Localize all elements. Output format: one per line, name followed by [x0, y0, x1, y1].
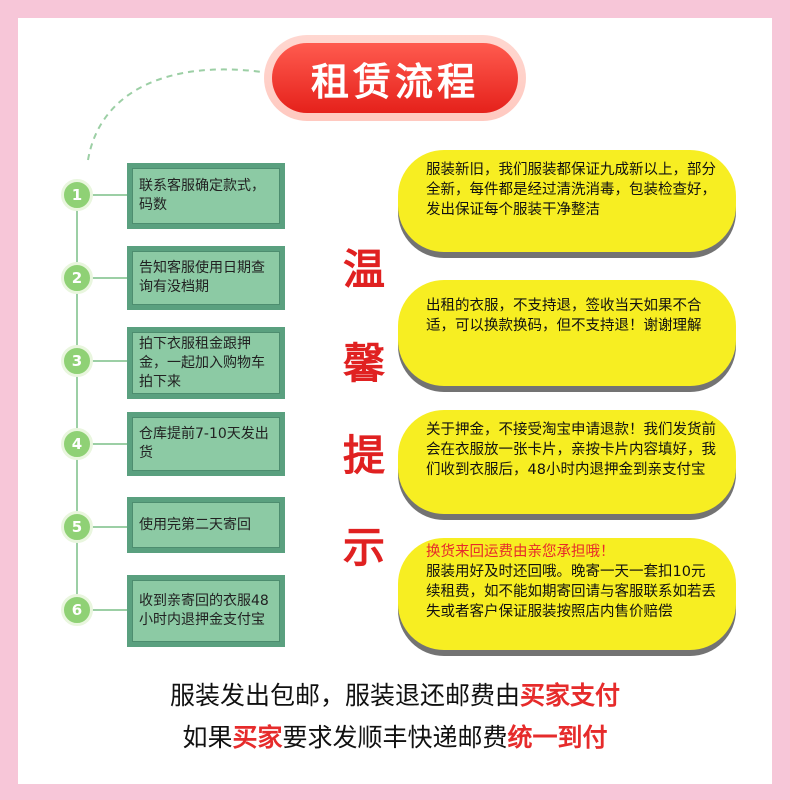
footer-line-1-text: 服装发出包邮，服装退还邮费由 [169, 681, 520, 710]
step-box-1: 联系客服确定款式，码数 [127, 163, 285, 229]
tip-text-1: 服装新旧，我们服装都保证九成新以上，部分全新，每件都是经过清洗消毒，包装检查好，… [426, 162, 716, 218]
step-box-6: 收到亲寄回的衣服48小时内退押金支付宝 [127, 575, 285, 647]
page-canvas [18, 18, 772, 784]
step-number-5: 5 [61, 511, 93, 543]
footer-line-2-highlight-b: 统一到付 [507, 723, 608, 752]
footer-line-2: 如果买家要求发顺丰快递邮费统一到付 [0, 718, 790, 754]
step-text-1: 联系客服确定款式，码数 [132, 168, 280, 224]
step-text-5: 使用完第二天寄回 [132, 502, 280, 548]
footer-line-2-highlight-a: 买家 [232, 723, 283, 752]
step-number-2: 2 [61, 262, 93, 294]
tip-text-3: 关于押金，不接受淘宝申请退款！我们发货前会在衣服放一张卡片，亲按卡片内容填好，我… [426, 422, 716, 478]
footer-line-1-highlight: 买家支付 [520, 681, 621, 710]
step-text-2: 告知客服使用日期查询有没档期 [132, 251, 280, 305]
step-text-6: 收到亲寄回的衣服48小时内退押金支付宝 [132, 580, 280, 642]
footer-line-2-text-a: 如果 [182, 723, 233, 752]
tip-bubble-2: 出租的衣服，不支持退，签收当天如果不合适，可以换款换码，但不支持退！谢谢理解 [398, 280, 736, 386]
tip-bubble-3: 关于押金，不接受淘宝申请退款！我们发货前会在衣服放一张卡片，亲按卡片内容填好，我… [398, 410, 736, 514]
page-title: 租赁流程 [272, 43, 518, 113]
step-box-5: 使用完第二天寄回 [127, 497, 285, 553]
tip-text-2: 出租的衣服，不支持退，签收当天如果不合适，可以换款换码，但不支持退！谢谢理解 [426, 298, 702, 334]
tip-bubble-1: 服装新旧，我们服装都保证九成新以上，部分全新，每件都是经过清洗消毒，包装检查好，… [398, 150, 736, 252]
tip-bubble-4: 换货来回运费由亲您承担哦！ 服装用好及时还回哦。晚寄一天一套扣10元续租费，如不… [398, 538, 736, 650]
step-box-4: 仓库提前7-10天发出货 [127, 412, 285, 476]
step-box-2: 告知客服使用日期查询有没档期 [127, 246, 285, 310]
tip-text-4: 服装用好及时还回哦。晚寄一天一套扣10元续租费，如不能如期寄回请与客服联系如若丢… [426, 564, 716, 620]
step-number-3: 3 [61, 345, 93, 377]
step-box-3: 拍下衣服租金跟押金，一起加入购物车拍下来 [127, 327, 285, 399]
footer-line-1: 服装发出包邮，服装退还邮费由买家支付 [0, 676, 790, 712]
tips-heading-char-2: 馨 [342, 339, 385, 388]
step-text-4: 仓库提前7-10天发出货 [132, 417, 280, 471]
tips-heading-char-3: 提 [342, 431, 385, 480]
step-number-4: 4 [61, 428, 93, 460]
step-number-1: 1 [61, 179, 93, 211]
tip-highlight-4: 换货来回运费由亲您承担哦！ [426, 544, 615, 560]
step-text-3: 拍下衣服租金跟押金，一起加入购物车拍下来 [132, 332, 280, 394]
step-number-6: 6 [61, 594, 93, 626]
tips-heading-char-1: 温 [342, 245, 385, 294]
footer-line-2-text-b: 要求发顺丰快递邮费 [282, 723, 508, 752]
tips-heading-char-4: 示 [342, 523, 385, 572]
